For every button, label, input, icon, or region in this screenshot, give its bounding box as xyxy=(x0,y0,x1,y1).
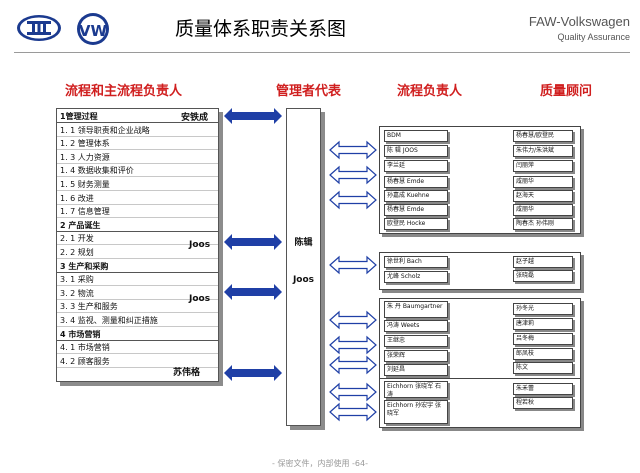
process-section: 1管理过程 xyxy=(57,110,218,123)
process-item: 1. 4 数据收集和评价 xyxy=(57,164,218,178)
double-arrow-solid xyxy=(224,284,282,300)
brand-subtitle: Quality Assurance xyxy=(557,32,630,42)
process-owner-cell: 冯涛 Weets xyxy=(384,320,448,332)
process-owner-cell: 刘延昌 xyxy=(384,364,448,376)
double-arrow-solid xyxy=(224,108,282,124)
faw-logo xyxy=(16,14,62,42)
process-owner-cell: 杨春慧 Emde xyxy=(384,204,448,216)
process-item: 1. 7 信息管理 xyxy=(57,205,218,219)
quality-advisor-cell: 孙冬光 xyxy=(513,303,573,315)
process-owner-cell: Eichhorn 孙宏宇 张晓军 xyxy=(384,400,448,424)
double-arrow-solid xyxy=(224,365,282,381)
process-item: 1. 2 管理体系 xyxy=(57,137,218,151)
process-item: 3. 1 采购 xyxy=(57,273,218,287)
column-header-management-rep: 管理者代表 xyxy=(276,84,342,99)
quality-advisor-cell: 闫丽萍 xyxy=(513,160,573,172)
quality-advisor-cell: 朱伟力/朱洪斌 xyxy=(513,145,573,157)
process-item: 3. 3 生产和服务 xyxy=(57,300,218,314)
vw-logo: VW xyxy=(76,12,110,46)
process-section: 4 市场营销 xyxy=(57,328,218,341)
quality-advisor-cell: 程若秋 xyxy=(513,397,573,409)
process-owner-cell: 王继忠 xyxy=(384,335,448,347)
quality-advisor-cell: 咸丽华 xyxy=(513,204,573,216)
process-item: 1. 6 改进 xyxy=(57,192,218,205)
quality-advisor-cell: 朱禾蕾 xyxy=(513,383,573,395)
process-owner-label: 安铁成 xyxy=(181,113,209,123)
column-header-quality-advisors: 质量顾问 xyxy=(540,84,593,99)
double-arrow-outline xyxy=(329,382,377,402)
process-item: 1. 1 领导职责和企业战略 xyxy=(57,124,218,137)
process-section: 2 产品诞生 xyxy=(57,219,218,232)
column-header-sub-process-owners: 流程负责人 xyxy=(397,84,463,99)
process-owner-cell: 徐世利 Bach xyxy=(384,256,448,268)
quality-advisor-cell: 赵海天 xyxy=(513,190,573,202)
process-owner-cell: BDM xyxy=(384,130,448,142)
process-section: 3 生产和采购 xyxy=(57,260,218,273)
footer-text: - 保密文件，内部使用 -64- xyxy=(272,459,368,468)
double-arrow-outline xyxy=(329,335,377,355)
process-owner-cell: 朱 丹 Baumgartner xyxy=(384,301,448,318)
process-owner-cell: 李兰廷 xyxy=(384,160,448,172)
quality-advisor-cell: 陈文 xyxy=(513,362,573,374)
double-arrow-outline xyxy=(329,310,377,330)
header-divider xyxy=(14,52,630,53)
process-item: 2. 1 开发 xyxy=(57,232,218,246)
double-arrow-outline xyxy=(329,255,377,275)
process-owner-cell: 陈 辑 JOOS xyxy=(384,145,448,157)
process-item: 4. 1 市场营销 xyxy=(57,341,218,355)
process-owner-label: Joos xyxy=(189,240,211,250)
quality-advisor-cell: 唐津莉 xyxy=(513,318,573,330)
double-arrow-solid xyxy=(224,234,282,250)
management-rep-name-en: Joos xyxy=(292,275,315,285)
process-owner-cell: Eichhorn 张晓军 石涛 xyxy=(384,381,448,398)
double-arrow-outline xyxy=(329,165,377,185)
process-item: 1. 3 人力资源 xyxy=(57,151,218,164)
process-owner-cell: 欧登民 Hocke xyxy=(384,218,448,230)
process-owner-cell: 张荣辉 xyxy=(384,350,448,362)
management-rep-name: 陈辑 xyxy=(294,238,313,248)
process-item: 3. 2 物流 xyxy=(57,287,218,300)
quality-advisor-cell: 陶春杰 孙伟刚 xyxy=(513,218,573,230)
process-item: 4. 2 顾客服务 xyxy=(57,355,218,368)
quality-advisor-cell: 咸丽华 xyxy=(513,176,573,188)
process-owner-label: 苏伟格 xyxy=(173,368,201,378)
page-title: 质量体系职责关系图 xyxy=(175,18,347,40)
process-item: 1. 5 财务测量 xyxy=(57,178,218,191)
quality-advisor-cell: 郎凤枝 xyxy=(513,348,573,360)
quality-advisor-cell: 赵子越 xyxy=(513,256,573,268)
column-header-process-owners: 流程和主流程负责人 xyxy=(65,84,183,99)
process-item: 3. 4 监视、测量和纠正措施 xyxy=(57,314,218,327)
double-arrow-outline xyxy=(329,190,377,210)
process-owner-label: Joos xyxy=(189,294,211,304)
process-owner-cell: 杨春慧 Emde xyxy=(384,176,448,188)
process-owner-cell: 孙嘉成 Kuehne xyxy=(384,190,448,202)
quality-advisor-cell: 张晓磊 xyxy=(513,270,573,282)
quality-advisor-cell: 吕冬梅 xyxy=(513,333,573,345)
quality-advisor-cell: 杨春慧/欧登民 xyxy=(513,130,573,142)
management-rep-box: 陈辑 Joos xyxy=(286,108,321,426)
process-item: 2. 2 规划 xyxy=(57,246,218,259)
process-owner-cell: 尤峰 Scholz xyxy=(384,271,448,283)
double-arrow-outline xyxy=(329,140,377,160)
svg-text:VW: VW xyxy=(79,22,108,40)
brand-name: FAW-Volkswagen xyxy=(528,14,630,29)
double-arrow-outline xyxy=(329,355,377,375)
double-arrow-outline xyxy=(329,402,377,422)
